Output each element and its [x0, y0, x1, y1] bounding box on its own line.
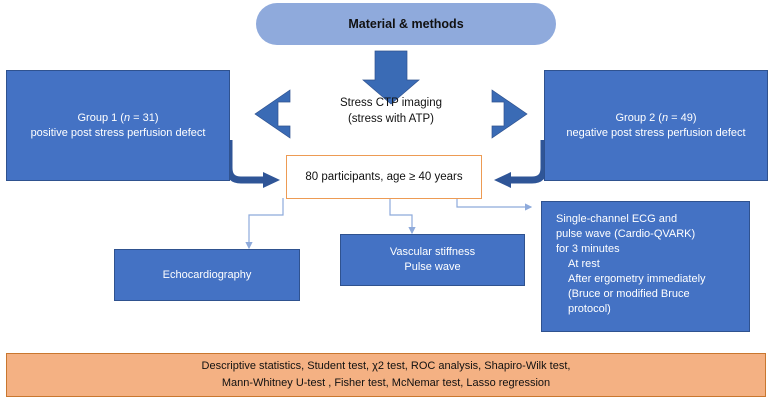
ecg-line-1: Single-channel ECG and — [556, 213, 678, 225]
participants-label: 80 participants, age ≥ 40 years — [305, 171, 463, 183]
connector-group2-to-participants — [494, 140, 548, 188]
group2-prefix: Group 2 ( — [615, 111, 662, 124]
echocardiography-label: Echocardiography — [162, 268, 252, 281]
ecg-line-5: After ergometry immediately — [568, 273, 706, 285]
connector-participants-to-vascular — [389, 198, 416, 235]
group2-line-2: negative post stress perfusion defect — [566, 126, 746, 139]
ecg-line-3: for 3 minutes — [556, 243, 620, 255]
group2-suffix: = 49) — [668, 111, 697, 124]
statistics-line-2: Mann-Whitney U-test , Fisher test, McNem… — [221, 377, 551, 389]
group2-n-italic: n — [661, 111, 669, 124]
group2-box: Group 2 (n = 49) negative post stress pe… — [544, 70, 768, 181]
echocardiography-box: Echocardiography — [114, 249, 300, 301]
connector-participants-to-echo — [245, 198, 284, 250]
vascular-stiffness-box: Vascular stiffness Pulse wave — [340, 234, 525, 286]
group1-box: Group 1 (n = 31) positive post stress pe… — [6, 70, 230, 181]
vascular-line-2: Pulse wave — [404, 261, 461, 273]
arrow-stressctp-to-group1 — [254, 89, 291, 139]
stress-ctp-line-2: (stress with ATP) — [347, 113, 435, 125]
group1-line-2: positive post stress perfusion defect — [30, 126, 206, 139]
connector-participants-to-ecg — [456, 198, 533, 211]
participants-box: 80 participants, age ≥ 40 years — [286, 155, 482, 199]
group2-line-1: Group 2 (n = 49) — [615, 111, 696, 126]
connector-group1-to-participants — [225, 140, 280, 188]
statistics-box: Descriptive statistics, Student test, χ2… — [6, 353, 766, 397]
header-banner-label: Material & methods — [348, 17, 464, 31]
vascular-line-1: Vascular stiffness — [389, 246, 476, 258]
ecg-line-6: (Bruce or modified Bruce — [568, 288, 690, 300]
ecg-pulsewave-box: Single-channel ECG and pulse wave (Cardi… — [541, 201, 750, 332]
group1-suffix: = 31) — [130, 111, 159, 124]
ecg-line-2: pulse wave (Cardio-QVARK) — [556, 228, 696, 240]
ecg-line-7: protocol) — [568, 303, 611, 315]
group1-line-1: Group 1 (n = 31) — [77, 111, 158, 126]
group1-prefix: Group 1 ( — [77, 111, 124, 124]
stress-ctp-line-1: Stress CTP imaging — [339, 97, 443, 109]
ecg-line-4: At rest — [568, 258, 600, 270]
arrow-stressctp-to-group2 — [491, 89, 528, 139]
statistics-line-1: Descriptive statistics, Student test, χ2… — [201, 360, 571, 372]
header-banner: Material & methods — [256, 3, 556, 45]
group1-n-italic: n — [123, 111, 131, 124]
stress-ctp-node: Stress CTP imaging (stress with ATP) — [306, 88, 476, 134]
